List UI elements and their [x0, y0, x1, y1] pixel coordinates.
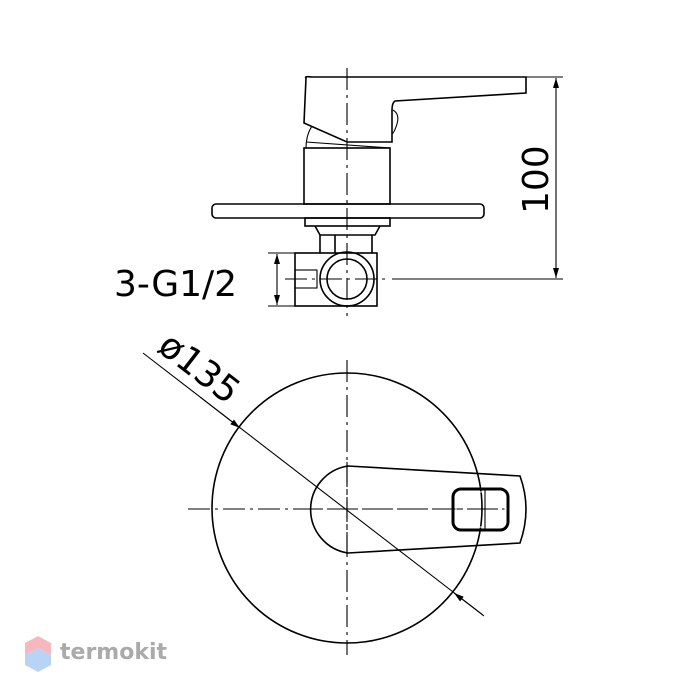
collar-lower	[314, 225, 381, 236]
handle-side	[303, 75, 527, 143]
diameter-label: ø135	[151, 325, 248, 413]
collar	[304, 217, 391, 227]
handle-slot	[451, 487, 510, 532]
handle-front	[309, 465, 527, 554]
wall-flange	[211, 203, 485, 219]
side-view: 100 3-G1/2	[114, 68, 563, 316]
diameter-leader	[142, 352, 484, 616]
termokit-logo-icon	[25, 636, 51, 672]
connection-label: 3-G1/2	[114, 264, 237, 305]
front-view: ø135	[142, 325, 527, 655]
handle-neck	[305, 125, 313, 149]
height-dimension-label: 100	[516, 145, 557, 214]
connector	[319, 235, 373, 253]
handle-button	[391, 109, 399, 135]
watermark-brand: termokit	[60, 640, 168, 665]
